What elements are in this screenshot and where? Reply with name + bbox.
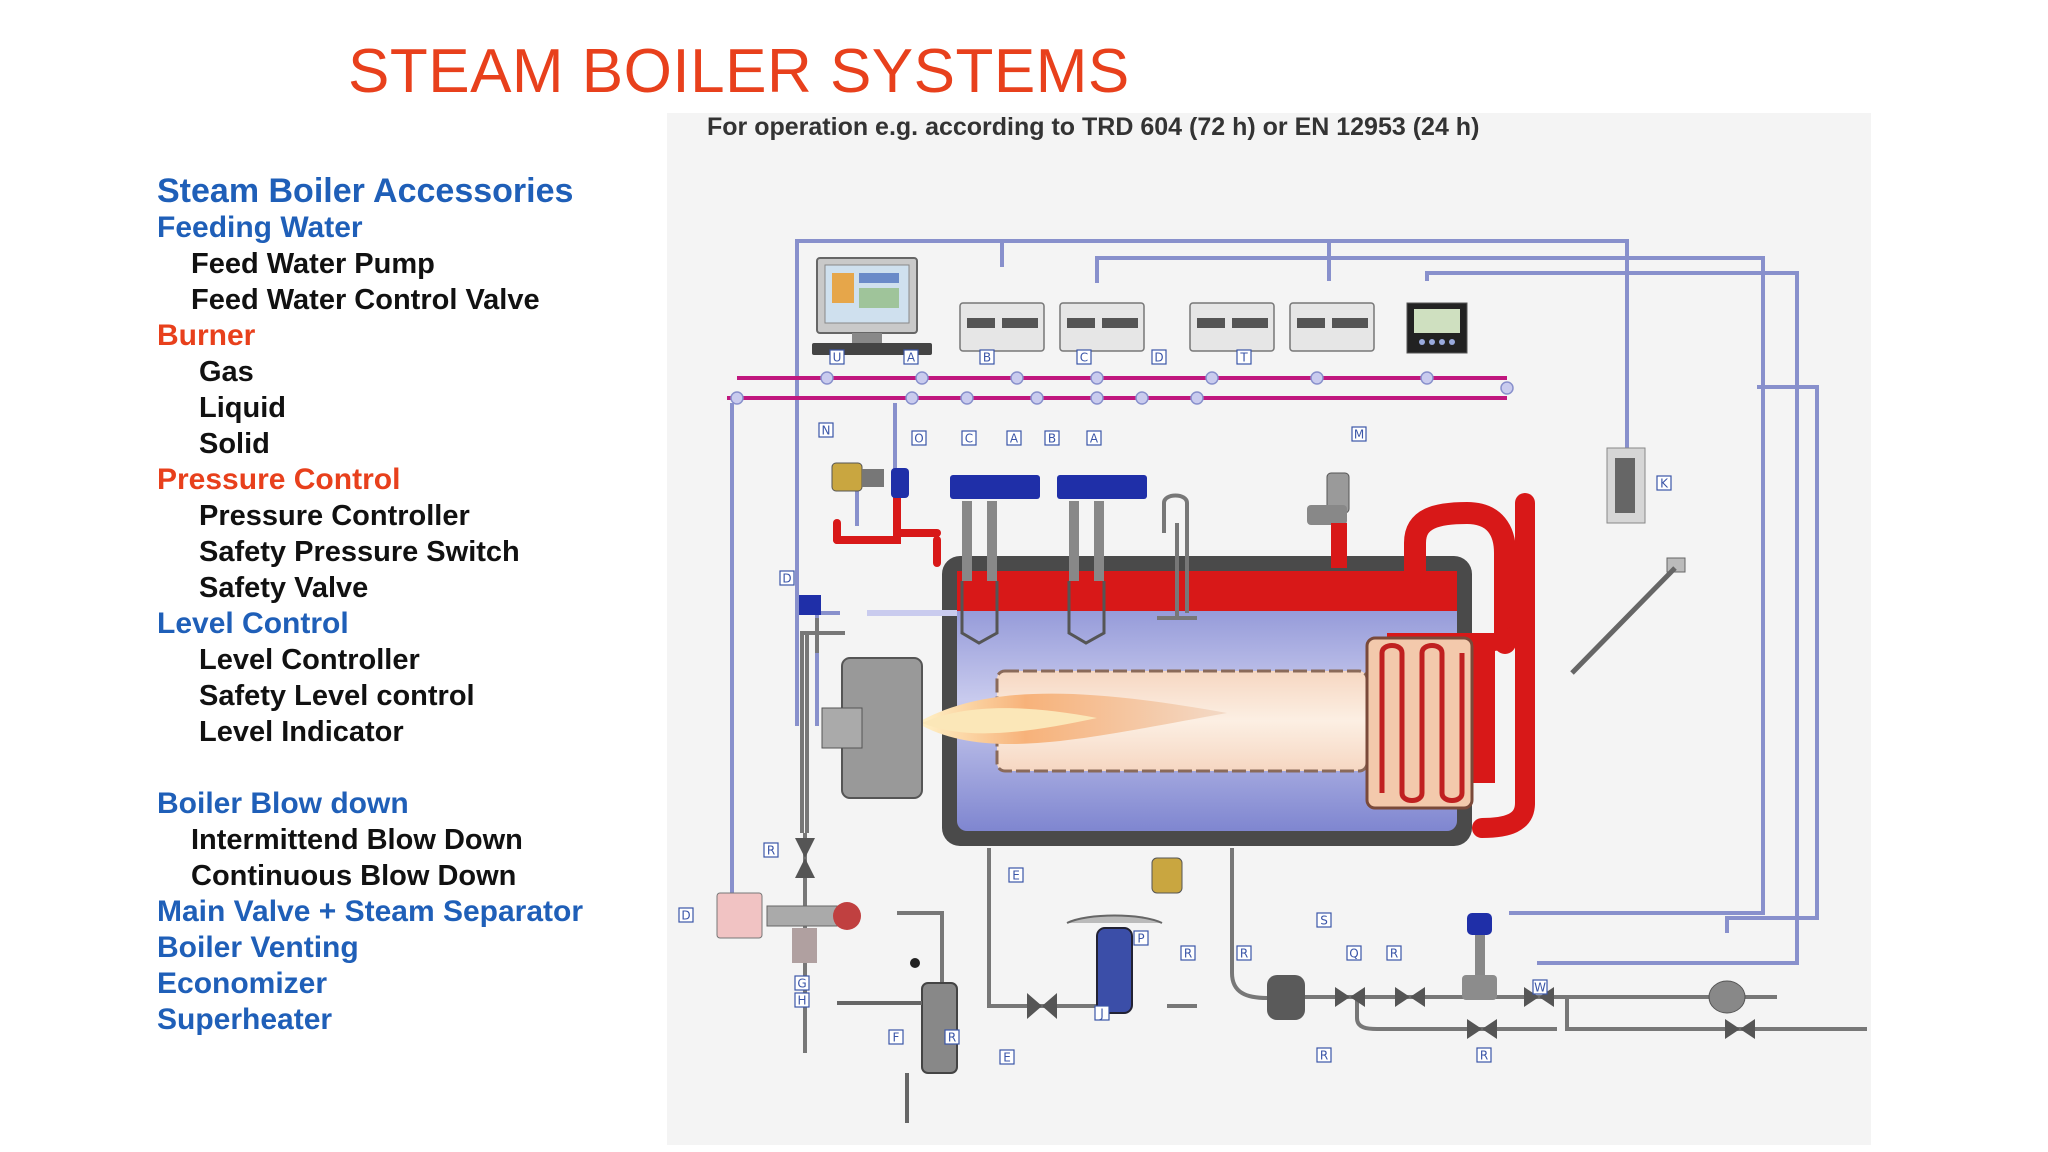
check-valves bbox=[1335, 987, 1755, 1039]
level-indicator bbox=[1157, 493, 1197, 620]
accessory-item: Pressure Control bbox=[157, 463, 401, 496]
component-tag: D bbox=[782, 572, 791, 586]
slide-title: STEAM BOILER SYSTEMS bbox=[348, 37, 1130, 106]
component-tag: H bbox=[797, 994, 806, 1008]
component-tag: D bbox=[681, 909, 690, 923]
gas-train bbox=[716, 838, 861, 963]
component-tag: A bbox=[907, 351, 916, 365]
accessory-item: Intermittend Blow Down bbox=[191, 824, 523, 856]
component-tag: S bbox=[1320, 914, 1328, 928]
diagram-caption: For operation e.g. according to TRD 604 … bbox=[707, 113, 1480, 141]
component-tag: E bbox=[1003, 1051, 1011, 1065]
component-tag: F bbox=[893, 1031, 900, 1045]
component-tag: W bbox=[1534, 981, 1546, 995]
component-tag: R bbox=[1240, 947, 1248, 961]
accessory-item: Continuous Blow Down bbox=[191, 860, 517, 892]
accessory-item: Feed Water Pump bbox=[191, 248, 435, 280]
accessory-item: Safety Pressure Switch bbox=[199, 536, 520, 568]
display-unit bbox=[1406, 302, 1468, 354]
signal-bus bbox=[727, 376, 1507, 400]
component-tag: K bbox=[1660, 477, 1669, 491]
burner bbox=[799, 595, 957, 799]
component-tag: E bbox=[1012, 869, 1020, 883]
accessory-item: Steam Boiler Accessories bbox=[157, 172, 574, 210]
accessory-item: Burner bbox=[157, 319, 256, 352]
accessory-item: Level Indicator bbox=[199, 716, 404, 748]
component-tag: B bbox=[1048, 432, 1056, 446]
feed-water-control-valve bbox=[1462, 913, 1497, 1000]
accessory-item: Solid bbox=[199, 428, 270, 460]
accessory-item: Superheater bbox=[157, 1003, 333, 1036]
component-tag: A bbox=[1090, 432, 1099, 446]
drain-pipes bbox=[987, 848, 1268, 1008]
control-monitor bbox=[812, 257, 932, 355]
accessory-item: Liquid bbox=[199, 392, 286, 424]
accessory-item: Boiler Blow down bbox=[157, 787, 409, 820]
accessory-item: Level Control bbox=[157, 607, 349, 640]
tag-labels: U A B C D T N O C A B A M K D R D GH F R E E J P R R S Q R R R W bbox=[678, 349, 1672, 1065]
component-tag: R bbox=[1390, 947, 1398, 961]
component-tag: U bbox=[833, 351, 842, 365]
accessory-item: Boiler Venting bbox=[157, 931, 359, 964]
steam-pipes bbox=[833, 489, 1535, 838]
control-wiring bbox=[730, 239, 1819, 965]
blowdown-valve bbox=[1027, 857, 1183, 1019]
temperature-sensor bbox=[1570, 447, 1686, 675]
level-probes bbox=[950, 475, 1147, 645]
economizer-pump bbox=[1708, 980, 1746, 1014]
component-tag: D bbox=[1154, 351, 1163, 365]
component-tag: Q bbox=[1349, 947, 1358, 961]
component-tag: M bbox=[1354, 428, 1364, 442]
component-tag: R bbox=[948, 1031, 956, 1045]
accessory-item: Economizer bbox=[157, 967, 328, 1000]
component-tag: B bbox=[983, 351, 991, 365]
component-tag: C bbox=[965, 432, 973, 446]
blowdown-vessel bbox=[837, 958, 958, 1123]
pressure-devices bbox=[831, 462, 909, 498]
component-tag: R bbox=[1184, 947, 1192, 961]
accessory-item: Feeding Water bbox=[157, 211, 363, 244]
component-tag: O bbox=[914, 432, 923, 446]
furnace-tube bbox=[917, 669, 1369, 773]
accessory-item: Level Controller bbox=[199, 644, 420, 676]
component-tag: J bbox=[1099, 1007, 1104, 1021]
component-tag: R bbox=[1320, 1049, 1328, 1063]
accessory-item: Main Valve + Steam Separator bbox=[157, 895, 584, 928]
component-tag: G bbox=[797, 977, 806, 991]
accessory-item: Pressure Controller bbox=[199, 500, 470, 532]
component-tag: T bbox=[1239, 351, 1248, 365]
safety-valve bbox=[1307, 472, 1350, 568]
accessory-item: Gas bbox=[199, 356, 254, 388]
feed-water-pump bbox=[1267, 975, 1305, 1020]
boiler-system-diagram: U A B C D T N O C A B A M K D R D GH F R E E J P R R S Q R R R W bbox=[678, 239, 1867, 1123]
accessory-item: Feed Water Control Valve bbox=[191, 284, 540, 316]
component-tag: N bbox=[822, 424, 831, 438]
component-tag: A bbox=[1010, 432, 1019, 446]
component-tag: R bbox=[767, 844, 775, 858]
boiler-diagram-panel: For operation e.g. according to TRD 604 … bbox=[667, 113, 1871, 1145]
accessory-item: Safety Valve bbox=[199, 572, 369, 604]
component-tag: R bbox=[1480, 1049, 1488, 1063]
component-tag: P bbox=[1137, 932, 1144, 946]
feed-water-pipe bbox=[1305, 995, 1867, 1031]
economizer-coils bbox=[1365, 636, 1474, 810]
component-tag: C bbox=[1080, 351, 1088, 365]
accessory-item: Safety Level control bbox=[199, 680, 475, 712]
list-spacer bbox=[157, 750, 677, 786]
